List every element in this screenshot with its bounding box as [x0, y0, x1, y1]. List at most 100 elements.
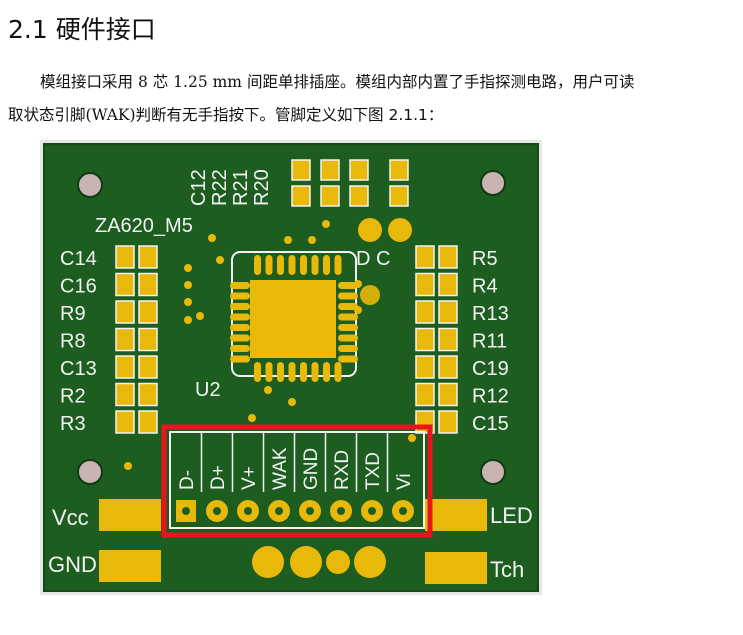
- smd-pad: [415, 382, 435, 407]
- chip-pin: [338, 324, 358, 331]
- smd-pad: [138, 327, 158, 352]
- via: [184, 264, 192, 272]
- vias: [124, 220, 416, 470]
- chip-pin: [230, 303, 250, 310]
- smd-pad: [415, 272, 435, 297]
- pad-ref-label: C16: [60, 276, 97, 298]
- text-segment: 芯: [147, 73, 174, 91]
- round-pad: [358, 218, 382, 242]
- chip-pin: [300, 255, 307, 275]
- smd-pad: [320, 185, 340, 207]
- pin-label: GND: [301, 448, 322, 490]
- header-outline: [169, 431, 425, 529]
- pad-ref-label: C19: [472, 358, 509, 380]
- dc-label: D C: [356, 248, 390, 270]
- smd-pad: [415, 355, 435, 379]
- tch-label: Tch: [490, 557, 524, 582]
- chip-pin: [288, 255, 296, 275]
- via: [184, 316, 192, 324]
- pin-count: 8: [137, 73, 148, 91]
- gnd-pad: [99, 550, 161, 582]
- smd-pad: [115, 300, 135, 324]
- chip-pin: [230, 355, 250, 363]
- via: [264, 386, 272, 394]
- smd-pad: [320, 159, 340, 181]
- smd-pad: [438, 382, 458, 407]
- pad-ref-label: R5: [472, 248, 498, 270]
- smd-pad: [138, 272, 158, 297]
- smd-pad: [389, 159, 409, 181]
- tch-pad: [425, 552, 487, 584]
- smd-pad: [438, 245, 458, 269]
- smd-pad: [349, 185, 369, 207]
- pin-hole: [244, 507, 252, 515]
- bottom-pads: [99, 499, 487, 584]
- pad-ref-label: R11: [472, 331, 507, 353]
- top-ref-label: R21: [230, 169, 252, 206]
- chip-pin: [338, 282, 358, 289]
- via: [408, 434, 416, 442]
- pad-ref-label: R4: [472, 276, 498, 298]
- pad-ref-label: R8: [60, 331, 86, 353]
- via: [196, 312, 204, 320]
- via: [124, 462, 132, 470]
- via: [208, 234, 216, 242]
- mounting-hole: [77, 172, 103, 198]
- smd-pad: [438, 410, 458, 434]
- pin-name: (WAK): [85, 106, 136, 124]
- smd-pad: [291, 185, 311, 207]
- chip-pin: [230, 282, 250, 289]
- chip-pin: [277, 362, 284, 382]
- chip-pin: [254, 362, 261, 382]
- pin-label: D-: [177, 470, 198, 490]
- round-pad: [326, 550, 350, 574]
- smd-pad: [115, 327, 135, 352]
- smd-pad: [115, 410, 135, 434]
- mounting-holes: [77, 170, 506, 485]
- pcb-board: ZA620_M5 U2 D C Vcc GND LED Tch C14C16R9…: [43, 143, 539, 592]
- smd-pad: [438, 300, 458, 324]
- pad-ref-label: R2: [60, 386, 86, 408]
- pin-label: D+: [208, 465, 229, 490]
- top-ref-label: C12: [188, 169, 210, 206]
- chip-pin: [230, 334, 250, 342]
- chip-pin: [288, 362, 296, 382]
- chip-pins: [230, 255, 358, 382]
- smd-pad: [291, 159, 311, 181]
- smd-pad: [138, 245, 158, 269]
- chip-pin: [338, 292, 358, 300]
- pin-label: RXD: [332, 450, 353, 490]
- smd-pad: [349, 159, 369, 181]
- mounting-hole: [77, 459, 103, 485]
- chip-pin: [338, 303, 358, 310]
- chip-pin: [311, 255, 319, 275]
- section-heading: 2.1 硬件接口: [8, 15, 156, 44]
- chip-pin: [265, 255, 273, 275]
- qfn-chip: [230, 251, 358, 382]
- smd-pad: [138, 300, 158, 324]
- chip-pin: [323, 362, 330, 382]
- via: [184, 281, 192, 289]
- pad-ref-label: C14: [60, 248, 97, 270]
- smd-pad: [115, 245, 135, 269]
- smd-pad: [415, 327, 435, 352]
- smd-pad: [138, 410, 158, 434]
- mounting-hole: [480, 459, 506, 485]
- smd-pad: [115, 272, 135, 297]
- chip-pin: [323, 255, 330, 275]
- top-ref-label: R20: [251, 169, 273, 206]
- smd-pad: [138, 382, 158, 407]
- text-segment: 模组接口采用: [40, 73, 138, 91]
- chip-thermal-pad: [250, 280, 336, 358]
- pin-hole: [182, 507, 190, 515]
- round-pad: [252, 546, 284, 578]
- pin-label: Vi: [394, 473, 415, 490]
- chip-pin: [277, 255, 284, 275]
- smd-pad: [438, 272, 458, 297]
- pitch-value: 1.25 mm: [173, 73, 243, 91]
- round-pad: [388, 218, 412, 242]
- text-segment: 取状态引脚: [8, 106, 86, 124]
